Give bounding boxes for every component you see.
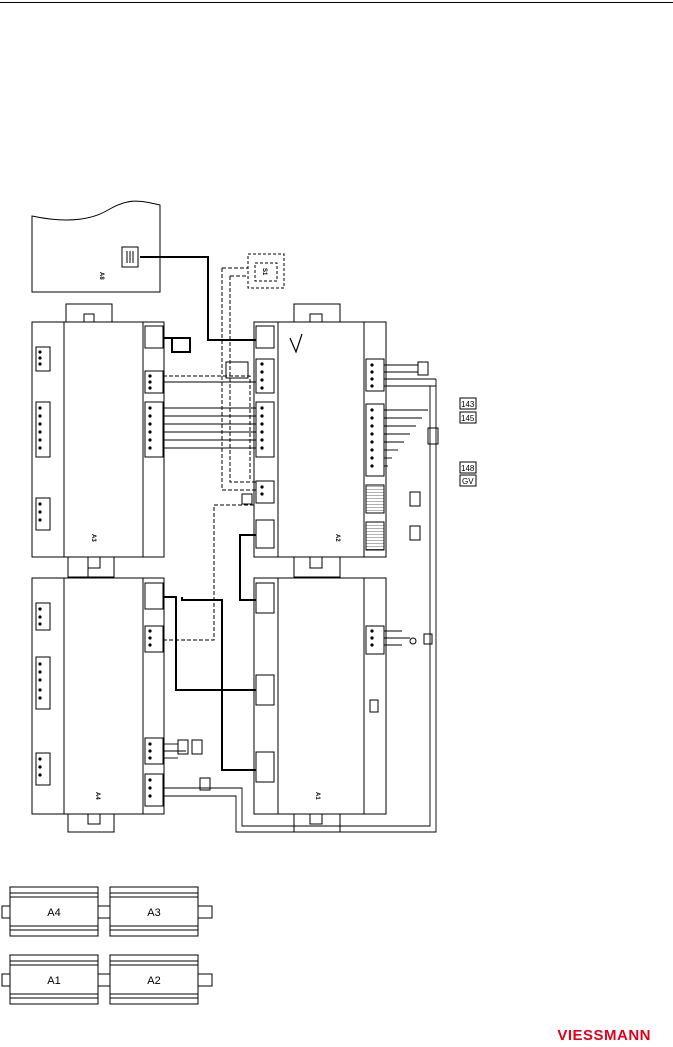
viessmann-logo: VIESSMANN (557, 1027, 651, 1044)
a8-housing: A8 (31, 200, 161, 293)
s1-label: S1 (261, 268, 267, 276)
legend-143: 143 (461, 400, 475, 409)
module-a2: A2 (253, 303, 387, 578)
module-a3: A3 (31, 303, 165, 578)
overview-a4: A4 (47, 907, 60, 919)
overview-a2: A2 (147, 975, 160, 987)
a8-label: A8 (98, 272, 104, 280)
legend-gv: GV (462, 477, 474, 486)
s1-switch: S1 (247, 253, 285, 289)
a1-label: A1 (314, 792, 320, 800)
a2-label: A2 (334, 534, 340, 542)
viessmann-v-logo (289, 333, 303, 354)
a8-plug (121, 246, 139, 268)
overview-bottom-row: A1 A2 (1, 954, 213, 1005)
terminal-pins (38, 350, 374, 798)
overview-a1: A1 (47, 975, 60, 987)
legend-145: 145 (461, 414, 475, 423)
right-wiring (163, 364, 437, 833)
dashed-cables (163, 267, 256, 641)
legend-boxes: 143 145 148 GV (459, 397, 477, 487)
header-rule (0, 2, 673, 3)
parallel-wires (163, 381, 256, 449)
a4-label: A4 (94, 792, 100, 800)
module-a4: A4 (31, 568, 165, 833)
overview-a3: A3 (147, 907, 160, 919)
bus-cables (140, 256, 256, 771)
a3-label: A3 (90, 534, 96, 542)
overview-top-row: A4 A3 (1, 886, 213, 937)
legend-148: 148 (461, 464, 475, 473)
component-symbols (177, 361, 439, 791)
